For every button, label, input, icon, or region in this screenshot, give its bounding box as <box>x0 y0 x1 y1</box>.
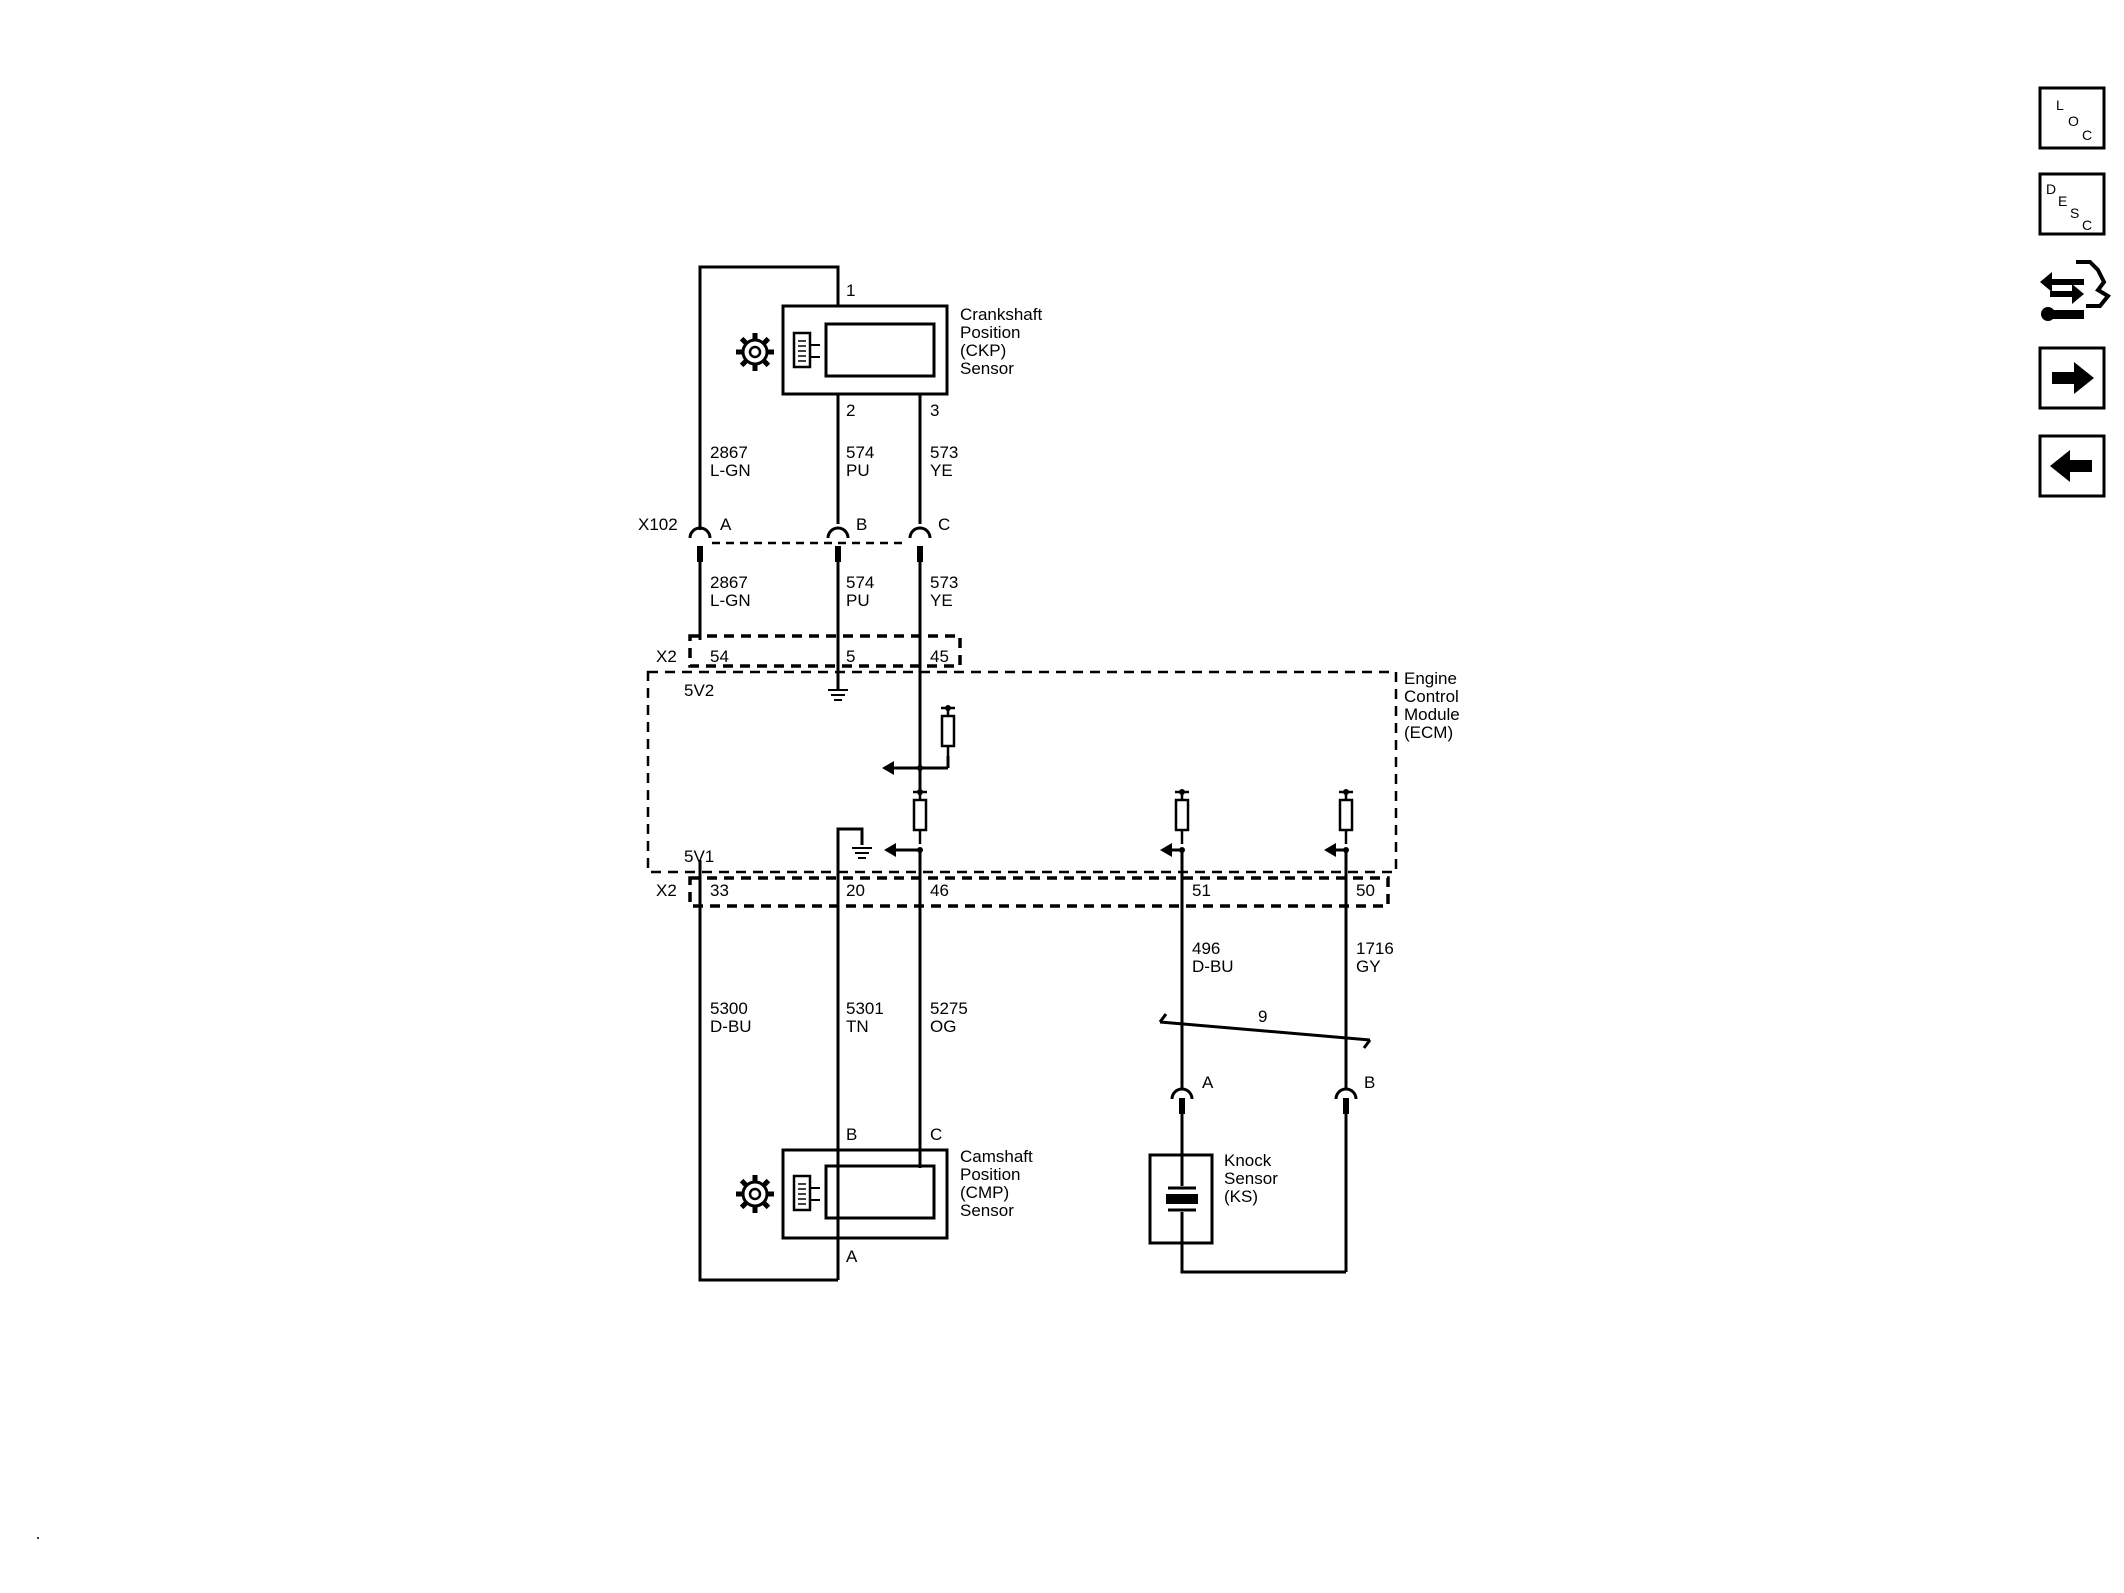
ks-label-3: (KS) <box>1224 1187 1258 1206</box>
wire-circuit: 1716 <box>1356 939 1394 958</box>
wire-color: OG <box>930 1017 956 1036</box>
cmp-label-3: (CMP) <box>960 1183 1009 1202</box>
x2-ref-5v1: 5V1 <box>684 847 714 866</box>
x2-pin-5: 5 <box>846 647 855 666</box>
wire-circuit: 574 <box>846 443 874 462</box>
desc-letter-c: C <box>2082 217 2092 233</box>
wire-circuit: 573 <box>930 443 958 462</box>
cmp-pin-c: C <box>930 1125 942 1144</box>
description-button[interactable]: D E S C <box>2038 172 2106 236</box>
ckp-label-4: Sensor <box>960 359 1014 378</box>
wire-color: YE <box>930 461 953 480</box>
cmp-pin-a: A <box>846 1247 858 1266</box>
arrow-right-icon <box>2052 362 2094 394</box>
cmp-sensor: Camshaft Position (CMP) Sensor B C A <box>736 1125 1033 1266</box>
lower-wire-labels: 5300 D-BU 5301 TN 5275 OG 496 D-BU 1716 … <box>710 939 1394 1036</box>
twisted-pair: 9 <box>1158 1007 1372 1049</box>
cmp-pin-b: B <box>846 1125 857 1144</box>
x2-pin-33: 33 <box>710 881 729 900</box>
wire-circuit: 573 <box>930 573 958 592</box>
wire-color: PU <box>846 461 870 480</box>
ckp-pin-3: 3 <box>930 401 939 420</box>
upper-wire-labels: 2867 L-GN 574 PU 573 YE 2867 L-GN 574 PU… <box>710 443 958 610</box>
loc-letter-l: L <box>2056 97 2064 113</box>
ks-connector: A B <box>1170 1073 1375 1101</box>
ckp-pin-1: 1 <box>846 281 855 300</box>
x2-pin-51: 51 <box>1192 881 1211 900</box>
x2-ref-5v2: 5V2 <box>684 681 714 700</box>
wire-color: D-BU <box>710 1017 752 1036</box>
wire-color: L-GN <box>710 461 751 480</box>
cmp-label-1: Camshaft <box>960 1147 1033 1166</box>
x2-pin-54: 54 <box>710 647 729 666</box>
wire-circuit: 2867 <box>710 573 748 592</box>
ks-pin-b: B <box>1364 1073 1375 1092</box>
wire-circuit: 5301 <box>846 999 884 1018</box>
arrow-left-icon <box>2050 450 2092 482</box>
ecm-label-2: Control <box>1404 687 1459 706</box>
ecm-module: Engine Control Module (ECM) <box>646 634 1460 908</box>
previous-page-button[interactable] <box>2038 434 2106 498</box>
wire-circuit: 5300 <box>710 999 748 1018</box>
next-page-button[interactable] <box>2038 346 2106 410</box>
wire-circuit: 574 <box>846 573 874 592</box>
x2-bottom-label: X2 <box>656 881 677 900</box>
ks-pin-a: A <box>1202 1073 1214 1092</box>
wire-circuit: 2867 <box>710 443 748 462</box>
connector-tool-icon[interactable] <box>2040 260 2111 321</box>
ckp-label-3: (CKP) <box>960 341 1006 360</box>
knock-sensor: Knock Sensor (KS) <box>1148 1151 1346 1274</box>
x102-pin-b: B <box>856 515 867 534</box>
x2-pin-46: 46 <box>930 881 949 900</box>
wire-color: TN <box>846 1017 869 1036</box>
desc-letter-d: D <box>2046 181 2056 197</box>
gear-icon <box>736 333 774 371</box>
x102-label: X102 <box>638 515 678 534</box>
ground-symbol <box>851 847 873 859</box>
x2-bottom-connector: 5V1 X2 33 20 46 51 50 <box>656 847 1375 900</box>
loc-letter-o: O <box>2068 113 2079 129</box>
ks-label-1: Knock <box>1224 1151 1272 1170</box>
wire-color: GY <box>1356 957 1381 976</box>
cmp-label-4: Sensor <box>960 1201 1014 1220</box>
page-speck <box>37 1537 39 1539</box>
wire-color: D-BU <box>1192 957 1234 976</box>
ckp-label-2: Position <box>960 323 1020 342</box>
wire-circuit: 496 <box>1192 939 1220 958</box>
ckp-label-1: Crankshaft <box>960 305 1042 324</box>
wire-circuit: 5275 <box>930 999 968 1018</box>
x2-pin-45: 45 <box>930 647 949 666</box>
x102-pin-c: C <box>938 515 950 534</box>
ecm-label-4: (ECM) <box>1404 723 1453 742</box>
x2-pin-50: 50 <box>1356 881 1375 900</box>
wire-color: PU <box>846 591 870 610</box>
desc-letter-s: S <box>2070 205 2079 221</box>
cmp-label-2: Position <box>960 1165 1020 1184</box>
gear-icon <box>736 1175 774 1213</box>
twist-count: 9 <box>1258 1007 1267 1026</box>
x2-top-connector: X2 54 5 45 5V2 <box>656 647 949 700</box>
x2-pin-20: 20 <box>846 881 865 900</box>
ecm-label-3: Module <box>1404 705 1460 724</box>
ecm-label-1: Engine <box>1404 669 1457 688</box>
x102-connector: X102 A B C <box>638 515 950 545</box>
ks-label-2: Sensor <box>1224 1169 1278 1188</box>
ground-symbol <box>827 689 849 701</box>
upper-wires <box>698 265 922 795</box>
desc-letter-e: E <box>2058 193 2067 209</box>
x2-top-label: X2 <box>656 647 677 666</box>
wire-color: YE <box>930 591 953 610</box>
ckp-sensor: Crankshaft Position (CKP) Sensor 1 2 3 <box>736 281 1042 420</box>
ckp-pin-2: 2 <box>846 401 855 420</box>
location-button[interactable]: L O C <box>2038 86 2106 150</box>
loc-letter-c: C <box>2082 127 2092 143</box>
x102-pin-a: A <box>720 515 732 534</box>
wire-color: L-GN <box>710 591 751 610</box>
